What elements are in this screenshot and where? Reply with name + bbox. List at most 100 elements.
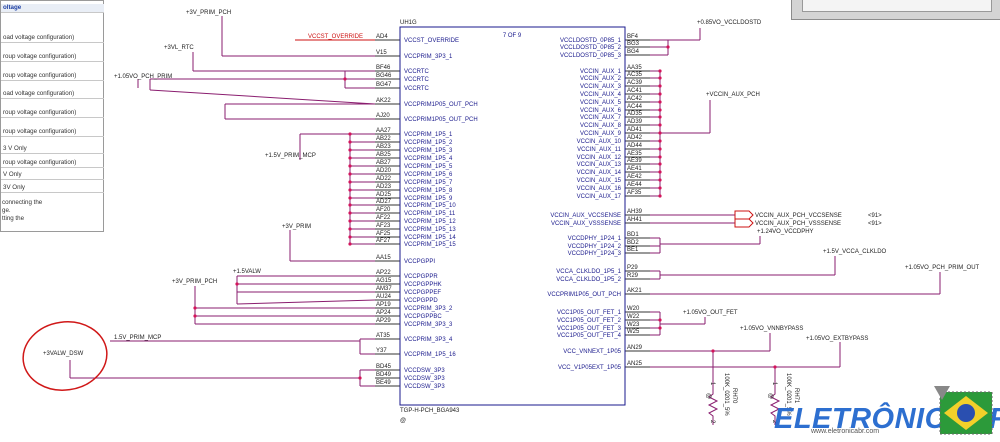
pin-name: VCCPRIM_1P5_14: [404, 235, 456, 241]
junction-dot: [343, 77, 347, 81]
pin-name: VCCIN_AUX_VCCSENSE: [550, 213, 621, 219]
note-line: ge.: [2, 207, 11, 214]
legend-row: oltage: [1, 4, 104, 13]
pin-name: VCCPRIM_1P5_15: [404, 242, 456, 248]
pin-number: AB22: [376, 136, 391, 142]
note-line: tting the: [2, 215, 25, 222]
pin-name: VCCDPHY_1P24_1: [568, 236, 622, 242]
pin-number: AD35: [627, 111, 643, 117]
pin-name: VCCIN_AUX_1: [580, 69, 622, 75]
junction-dot: [348, 140, 352, 144]
net-label: +0.85VO_VCCLDOSTD: [697, 20, 762, 26]
pin-name: VCCIN_AUX_12: [577, 155, 622, 161]
junction-dot: [658, 178, 662, 182]
pin-number: AE35: [627, 151, 642, 157]
net-label: +3V_PRIM_PCH: [186, 10, 231, 16]
pin-number: AF20: [376, 207, 391, 213]
pin-number: AF35: [627, 190, 642, 196]
pin-name: VCCIN_AUX_17: [577, 194, 622, 200]
resistor-symbol: [769, 390, 781, 425]
pin-number: AB27: [376, 160, 391, 166]
legend-row: roup voltage configuration): [1, 159, 104, 168]
pin-number: AJ20: [376, 113, 390, 119]
pin-name: VCCIN_AUX_8: [580, 123, 622, 129]
junction-dot: [658, 194, 662, 198]
net-label: +VCCIN_AUX_PCH: [706, 92, 760, 98]
pin-number: AA27: [376, 128, 391, 134]
chip-marker: @: [400, 418, 406, 424]
junction-dot: [348, 132, 352, 136]
legend-row: roup voltage configuration): [1, 53, 104, 62]
pin-number: AB23: [376, 144, 391, 150]
pin-number: BD45: [376, 364, 392, 370]
pin-number: AD23: [376, 184, 392, 190]
pin-name: VCCPRIM_3P3_3: [404, 322, 453, 328]
window-fragment: [791, 0, 1000, 20]
pin-name: VCCPGPPD: [404, 298, 438, 304]
pin-name: VCCDPHY_1P24_3: [568, 251, 622, 257]
junction-dot: [348, 203, 352, 207]
junction-dot: [658, 84, 662, 88]
pin-name: VCCPGPPHK: [404, 282, 442, 288]
pin-name: VCCST_OVERRIDE: [404, 38, 459, 44]
pin-name: VCCIN_AUX_13: [577, 162, 622, 168]
junction-dot: [348, 164, 352, 168]
resistor-pin2: 2: [709, 420, 715, 424]
pin-name: VCC_VNNEXT_1P05: [563, 349, 621, 355]
pin-number: AM37: [376, 286, 392, 292]
pin-number: BG3: [627, 41, 640, 47]
net-label: +1.24VO_VCCDPHY: [757, 229, 814, 235]
offpage-arrow: [734, 218, 754, 228]
junction-dot: [193, 306, 197, 310]
pin-name: VCCPRIM_1P5_5: [404, 164, 453, 170]
junction-dot: [348, 242, 352, 246]
pin-number: P29: [627, 265, 638, 271]
junction-dot: [658, 115, 662, 119]
pin-name: VCCPRIM_1P5_2: [404, 140, 453, 146]
pin-name: VCCPRIM_1P5_3: [404, 148, 453, 154]
pin-name: VCCPRIM_3P3_1: [404, 54, 453, 60]
net-ref: <91>: [868, 213, 882, 219]
wire: [149, 89, 376, 105]
legend-row: oad voltage configuration): [1, 34, 104, 43]
junction-dot: [773, 365, 777, 369]
pin-name: VCCLDOSTD_0P85_2: [560, 45, 622, 51]
pin-name: VCCIN_AUX_6: [580, 108, 622, 114]
pin-name: VCC1P05_OUT_FET_4: [557, 333, 622, 339]
junction-dot: [658, 139, 662, 143]
resistor-symbol: [707, 390, 719, 425]
pin-number: AH39: [627, 209, 643, 215]
pin-name: VCCRTC: [404, 69, 430, 75]
pin-name: VCCIN_AUX_14: [577, 170, 622, 176]
pin-number: BD49: [376, 372, 392, 378]
pin-name: VCC_V1P05EXT_1P05: [558, 365, 622, 371]
pin-number: BG4: [627, 49, 640, 55]
pin-number: AD22: [376, 176, 392, 182]
pin-name: VCCIN_AUX_16: [577, 186, 622, 192]
junction-dot: [348, 180, 352, 184]
pin-name: VCCIN_AUX_5: [580, 100, 622, 106]
junction-dot: [193, 314, 197, 318]
resistor-value: 100K_0201_5%: [723, 373, 729, 416]
pin-name: VCCPRIM_1P5_10: [404, 203, 456, 209]
legend-row: 3V Only: [1, 184, 104, 193]
resistor-pin1: 1: [771, 382, 777, 386]
net-label: +1.5V_PRIM_MCP: [265, 153, 316, 159]
pin-name: VCCPRIM1P05_OUT_PCH: [547, 292, 621, 298]
pin-number: AU24: [376, 294, 392, 300]
pin-number: AK21: [627, 288, 642, 294]
pin-name: VCCPGPPEF: [404, 290, 441, 296]
pin-number: BG46: [376, 73, 392, 79]
pin-number: AP22: [376, 270, 391, 276]
pin-number: AD25: [376, 192, 392, 198]
pin-number: AE44: [627, 182, 642, 188]
net-label: +1.5V_VCCA_CLKLDO: [823, 249, 887, 255]
junction-dot: [658, 170, 662, 174]
legend-row: roup voltage configuration): [1, 128, 104, 137]
net-label: +3VL_RTC: [164, 45, 194, 51]
junction-dot: [658, 76, 662, 80]
junction-dot: [348, 227, 352, 231]
pin-name: VCCPRIM_1P5_7: [404, 180, 453, 186]
pin-name: VCC1P05_OUT_FET_1: [557, 310, 622, 316]
pin-number: AG15: [376, 278, 392, 284]
